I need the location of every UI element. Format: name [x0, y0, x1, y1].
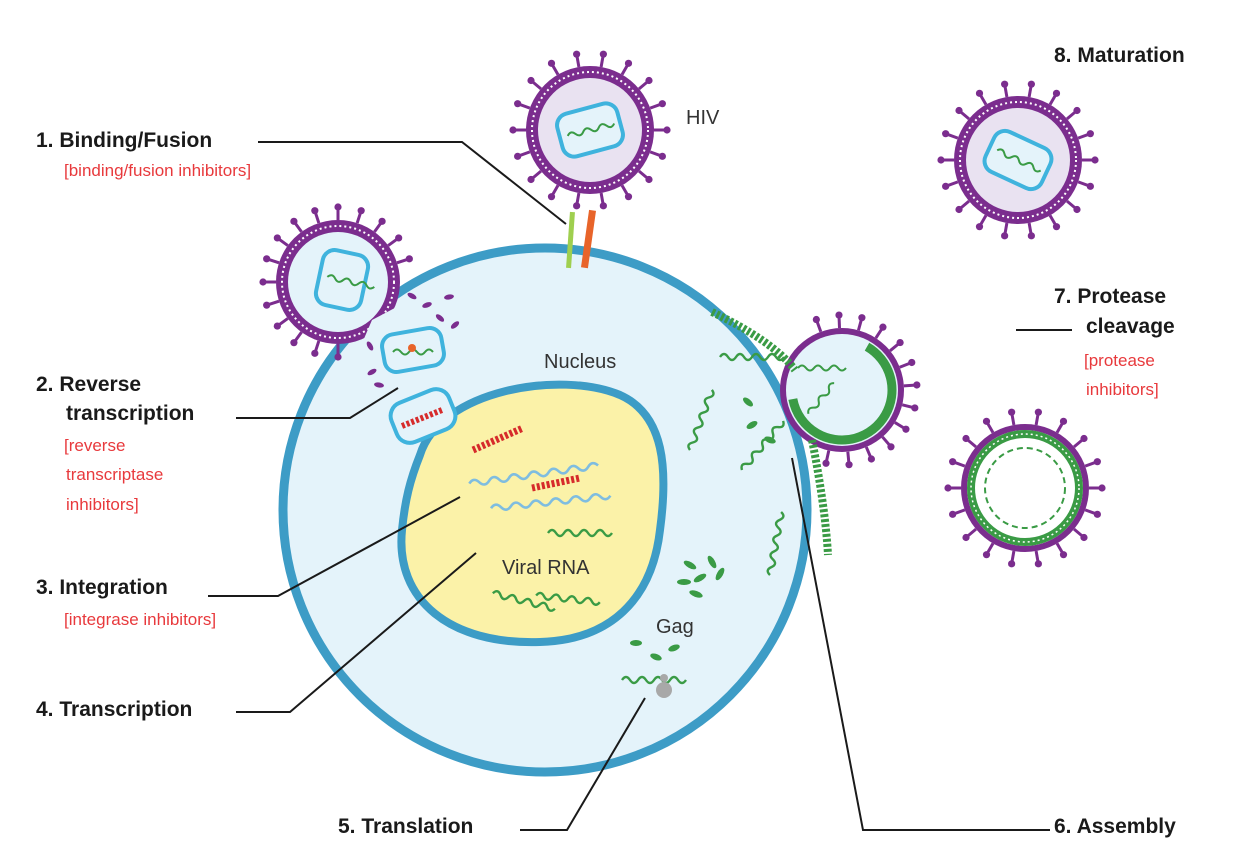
assembly-title: 6. Assembly: [1054, 815, 1176, 838]
nucleus-label: Nucleus: [544, 351, 616, 373]
cd4-receptor: [580, 209, 596, 269]
ribosome-subunit: [660, 674, 668, 682]
hiv-label: HIV: [686, 107, 720, 129]
integrated-dna: [468, 424, 612, 511]
protease-cleavage-title-1: 7. Protease: [1054, 285, 1166, 308]
capsid-fragments: [366, 292, 460, 388]
capsid-reverse-transcription: [380, 325, 458, 445]
binding-fusion-inhibitor: [binding/fusion inhibitors]: [64, 161, 251, 180]
reverse-transcription-title-1: 2. Reverse: [36, 373, 141, 396]
protease-inhibitor-2: inhibitors]: [1086, 380, 1159, 399]
budding-virion: [710, 308, 921, 556]
integration-title: 3. Integration: [36, 576, 168, 599]
reverse-transcription-inhibitor-1: [reverse: [64, 436, 125, 455]
translation-title: 5. Translation: [338, 815, 473, 838]
co-receptor: [566, 211, 575, 269]
gag-proteins: [630, 397, 776, 661]
immature-virion: [944, 408, 1106, 568]
fusing-virion: [259, 203, 413, 361]
binding-fusion-title: 1. Binding/Fusion: [36, 129, 212, 152]
hiv-virion: [509, 50, 671, 210]
gag-label: Gag: [656, 616, 694, 638]
protease-cleavage-title-2: cleavage: [1086, 315, 1175, 338]
reverse-transcription-title-2: transcription: [66, 402, 194, 425]
leader-lines: [208, 141, 1072, 831]
viral-rna-label: Viral RNA: [502, 557, 590, 579]
reverse-transcription-inhibitor-3: inhibitors]: [66, 495, 139, 514]
protease-inhibitor-1: [protease: [1084, 351, 1155, 370]
ribosome-icon: [656, 682, 672, 698]
nucleus: [397, 380, 668, 647]
integration-inhibitor: [integrase inhibitors]: [64, 610, 216, 629]
mature-virion: [937, 80, 1099, 240]
transcription-title: 4. Transcription: [36, 698, 192, 721]
maturation-title: 8. Maturation: [1054, 44, 1185, 67]
reverse-transcription-inhibitor-2: transcriptase: [66, 465, 163, 484]
